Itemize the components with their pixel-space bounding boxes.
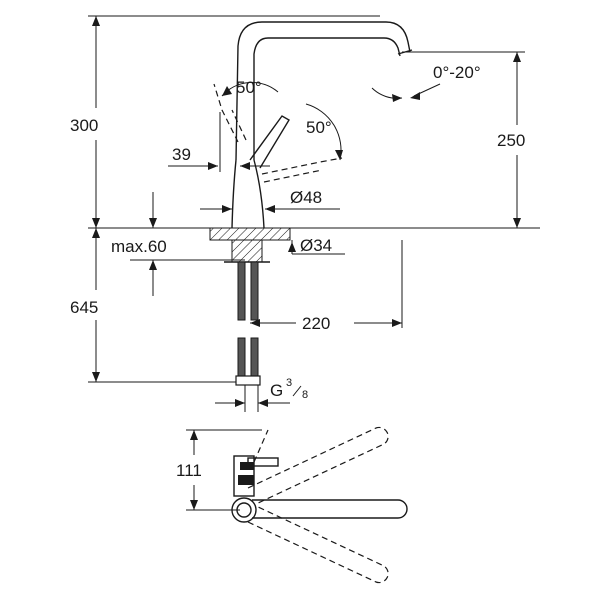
faucet-plan-view	[231, 426, 408, 584]
label-39: 39	[172, 145, 191, 164]
dimension-thread: G 3 8	[215, 377, 308, 412]
label-thread: G	[270, 381, 283, 400]
dimension-diameter-48: Ø48	[200, 188, 340, 213]
angle-tilt: 0°-20°	[371, 63, 481, 102]
faucet-side-view	[209, 21, 413, 386]
label-thread-num: 3	[286, 377, 292, 389]
label-diameter-48: Ø48	[290, 188, 322, 207]
extension-lines	[88, 15, 540, 511]
label-220: 220	[302, 314, 330, 333]
dimension-plan-111: 111	[176, 430, 202, 510]
label-angle-spout: 50°	[236, 78, 262, 97]
label-angle-lever: 50°	[306, 118, 332, 137]
dimension-reach-220: 220	[250, 314, 402, 333]
angle-lever-50: 50°	[305, 103, 343, 161]
label-111: 111	[176, 461, 202, 480]
label-angle-tilt: 0°-20°	[433, 63, 481, 82]
label-645: 645	[70, 298, 98, 317]
label-max-60: max.60	[111, 237, 167, 256]
dimension-lever-39: 39	[168, 112, 270, 172]
angle-spout-50: 50°	[221, 78, 279, 97]
label-250: 250	[497, 131, 525, 150]
label-diameter-34: Ø34	[300, 236, 332, 255]
label-300: 300	[70, 116, 98, 135]
dimension-max-60: max.60	[111, 192, 245, 296]
label-thread-den: 8	[302, 389, 308, 401]
dimension-hose-645: 645	[70, 228, 100, 382]
dimension-height-250: 250	[497, 52, 525, 228]
dimension-height-300: 300	[70, 16, 100, 228]
dimension-diameter-34: Ø34	[288, 236, 345, 255]
